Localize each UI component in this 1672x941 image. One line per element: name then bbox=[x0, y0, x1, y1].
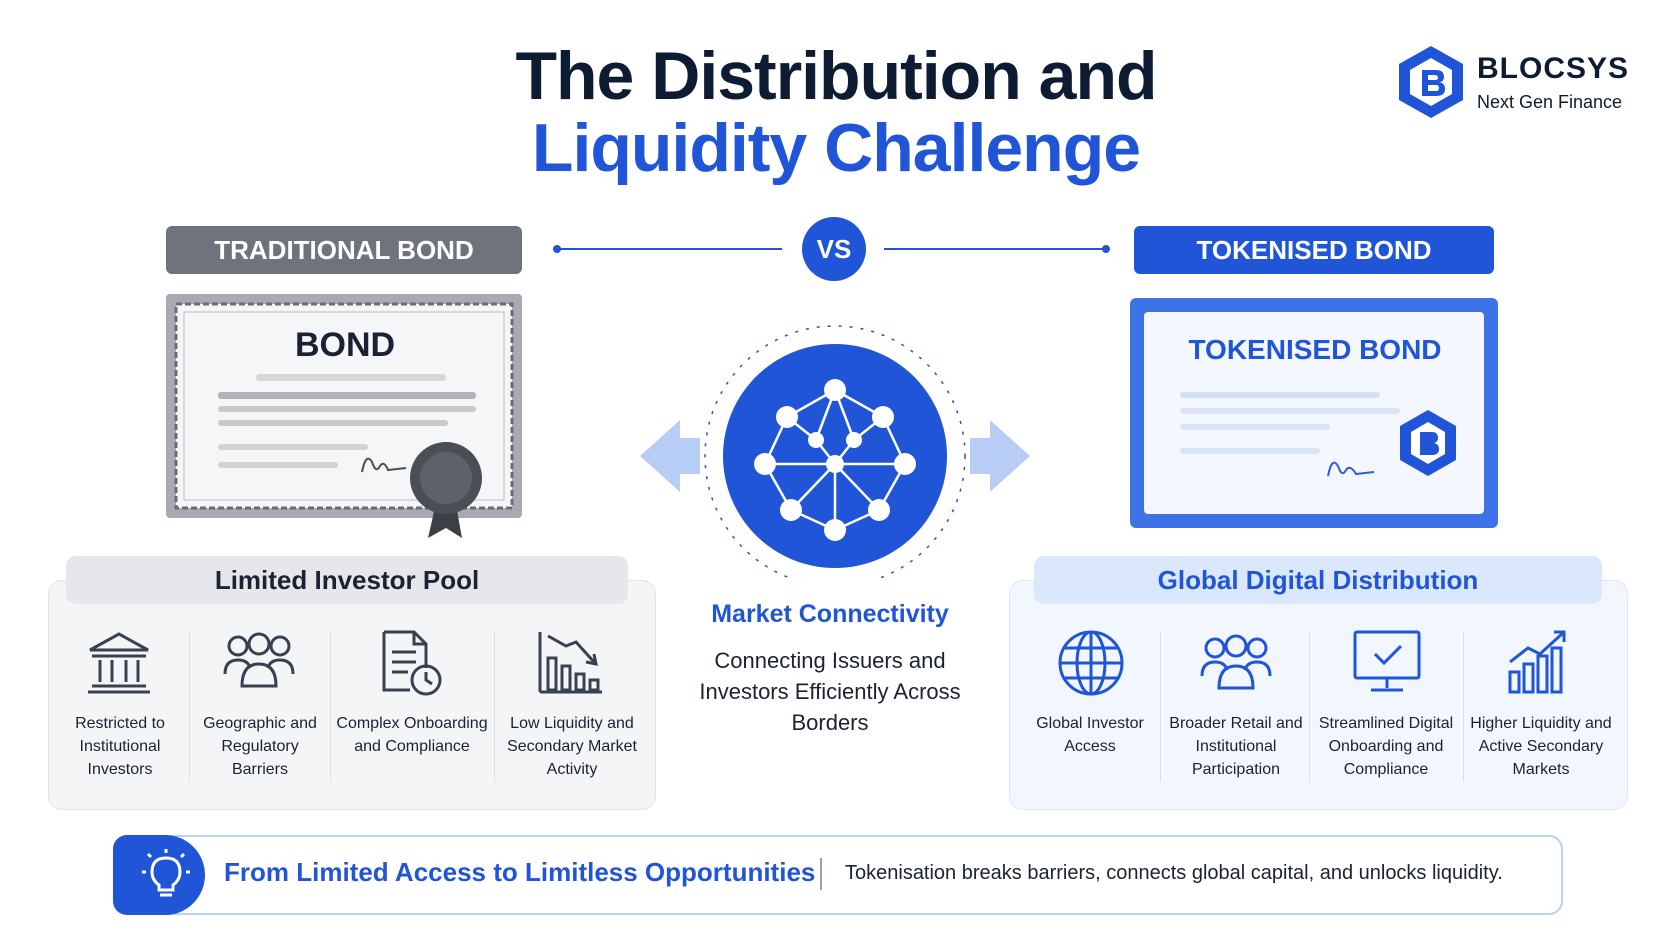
traditional-bond-certificate bbox=[166, 294, 522, 538]
market-connectivity-description: Connecting Issuers and Investors Efficie… bbox=[699, 648, 961, 735]
traditional-bond-label: TRADITIONAL BOND bbox=[166, 226, 522, 274]
hexagon-b-logo-icon bbox=[1399, 46, 1463, 118]
declining-bar-chart-icon bbox=[538, 632, 602, 694]
document-clock-icon bbox=[382, 630, 442, 696]
lightbulb-badge bbox=[113, 835, 205, 915]
summary-divider bbox=[820, 858, 822, 890]
feature-divider bbox=[189, 632, 190, 782]
page-title-line1: The Distribution and bbox=[515, 38, 1157, 114]
connector-dot bbox=[1102, 245, 1110, 253]
bank-icon bbox=[88, 632, 150, 694]
feature-label: Higher Liquidity and Active Secondary Ma… bbox=[1470, 715, 1612, 778]
tokenised-certificate-title: TOKENISED BOND bbox=[1188, 334, 1442, 365]
network-icon bbox=[640, 325, 1030, 578]
summary-text: Tokenisation breaks barriers, connects g… bbox=[845, 862, 1503, 884]
connector-line bbox=[558, 248, 782, 250]
tokenised-panel-title: Global Digital Distribution bbox=[1034, 556, 1602, 604]
summary-bar bbox=[113, 835, 1563, 915]
feature-label: Broader Retail and Institutional Partici… bbox=[1169, 715, 1303, 778]
rising-bar-chart-icon bbox=[1508, 630, 1566, 694]
feature-divider bbox=[1463, 632, 1464, 782]
tokenised-bond-certificate bbox=[1130, 298, 1498, 528]
connector-line bbox=[884, 248, 1106, 250]
traditional-panel-title: Limited Investor Pool bbox=[66, 556, 628, 604]
monitor-check-icon bbox=[1353, 630, 1421, 692]
feature-label: Streamlined Digital Onboarding and Compl… bbox=[1318, 715, 1454, 778]
market-connectivity-title: Market Connectivity bbox=[711, 600, 949, 628]
vs-badge: VS bbox=[802, 217, 866, 281]
traditional-features-panel bbox=[48, 580, 656, 810]
feature-label: Global Investor Access bbox=[1036, 715, 1144, 755]
feature-label: Complex Onboarding and Compliance bbox=[336, 715, 488, 755]
tokenised-features-panel bbox=[1009, 580, 1628, 810]
feature-label: Restricted to Institutional Investors bbox=[75, 715, 165, 778]
lightbulb-icon bbox=[142, 849, 190, 897]
brand-name: BLOCSYS bbox=[1477, 52, 1630, 85]
feature-divider bbox=[494, 632, 495, 782]
tokenised-bond-label: TOKENISED BOND bbox=[1134, 226, 1494, 274]
globe-icon bbox=[1058, 630, 1124, 696]
brand-tagline: Next Gen Finance bbox=[1477, 92, 1623, 112]
feature-label: Geographic and Regulatory Barriers bbox=[203, 715, 317, 778]
people-group-icon bbox=[1200, 634, 1272, 690]
feature-divider bbox=[330, 632, 331, 782]
feature-label: Low Liquidity and Secondary Market Activ… bbox=[507, 715, 637, 778]
page-title-line2: Liquidity Challenge bbox=[531, 110, 1141, 186]
connector-dot bbox=[553, 245, 561, 253]
traditional-certificate-title: BOND bbox=[294, 326, 396, 364]
people-group-icon bbox=[223, 632, 295, 688]
summary-headline: From Limited Access to Limitless Opportu… bbox=[224, 857, 816, 887]
feature-divider bbox=[1309, 632, 1310, 782]
feature-divider bbox=[1160, 632, 1161, 782]
